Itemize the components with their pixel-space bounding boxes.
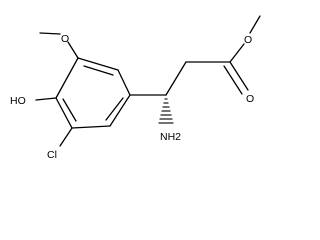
side-chain	[129, 15, 261, 96]
benzene-ring	[55, 57, 131, 129]
ester-oxygen-label: O	[244, 34, 252, 46]
methoxy-group: O	[39, 32, 79, 59]
carbonyl-oxygen-label: O	[246, 93, 254, 105]
amine-label: NH2	[160, 131, 181, 143]
hydroxyl-group: HO	[10, 95, 57, 107]
hydroxyl-label: HO	[10, 95, 26, 107]
chloro-substituent: Cl	[47, 127, 73, 161]
methoxy-oxygen-label: O	[61, 33, 69, 45]
chlorine-label: Cl	[47, 149, 57, 161]
structure-diagram: O HO Cl NH2 O O	[10, 15, 261, 161]
stereo-hash-wedge	[158, 98, 174, 124]
